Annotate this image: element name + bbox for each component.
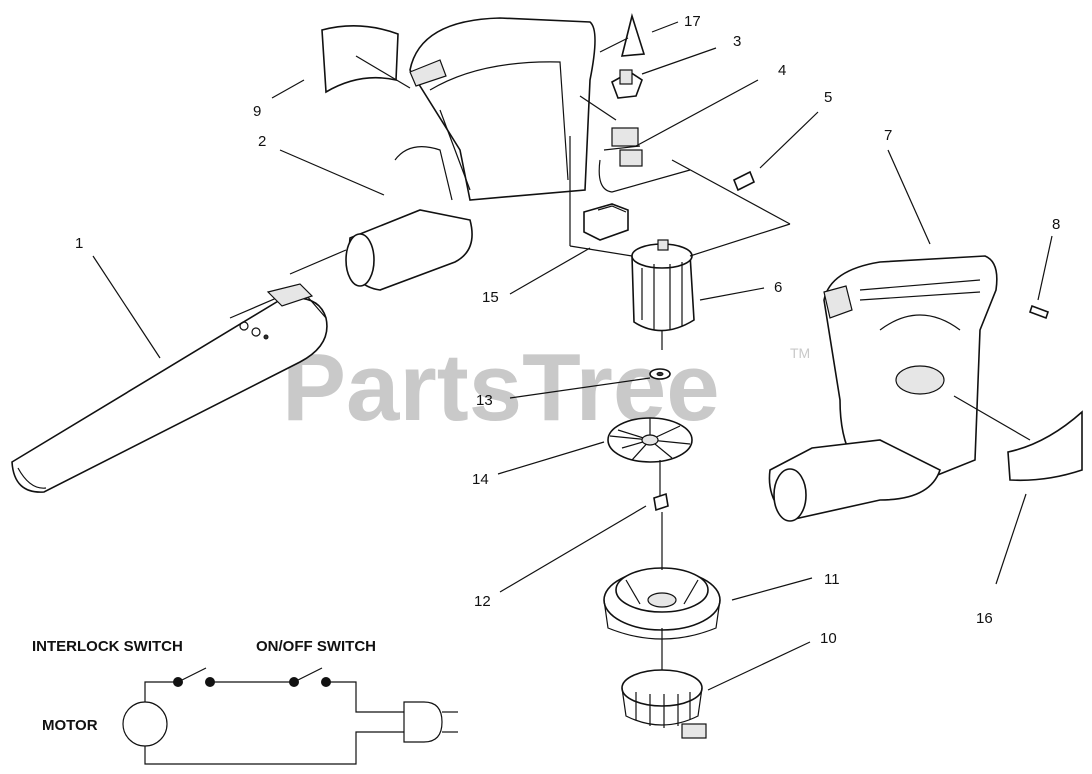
part-1-blower-tube xyxy=(11,283,328,493)
watermark-trademark: TM xyxy=(790,345,810,361)
callout-leaders xyxy=(92,21,1053,691)
part-17-label xyxy=(620,13,646,57)
callout-2: 2 xyxy=(258,133,266,150)
wiring-schematic: INTERLOCK SWITCH ON/OFF SWITCH MOTOR xyxy=(32,638,458,765)
callout-15: 15 xyxy=(482,289,499,306)
callout-6: 6 xyxy=(774,279,782,296)
callout-3: 3 xyxy=(733,33,741,50)
callout-8: 8 xyxy=(1052,216,1060,233)
callout-1: 1 xyxy=(75,235,83,252)
part-10-fan xyxy=(621,669,707,739)
part-14-impeller xyxy=(607,417,693,463)
callout-17: 17 xyxy=(684,13,701,30)
callout-14: 14 xyxy=(472,471,489,488)
interlock-switch-blade xyxy=(177,667,207,683)
part-5-screw xyxy=(732,170,756,192)
motor-label: MOTOR xyxy=(42,717,98,734)
part-3-bracket xyxy=(611,69,643,99)
callout-12: 12 xyxy=(474,593,491,610)
callout-9: 9 xyxy=(253,103,261,120)
interlock-contact-b xyxy=(205,677,215,687)
part-6-motor xyxy=(631,239,695,350)
part-8-screw xyxy=(1028,304,1050,320)
callout-5: 5 xyxy=(824,89,832,106)
assembly-guide-lines xyxy=(289,37,1031,670)
callout-4: 4 xyxy=(778,62,786,79)
part-4-switch xyxy=(598,127,691,193)
on-off-switch-label: ON/OFF SWITCH xyxy=(256,638,376,655)
callout-7: 7 xyxy=(884,127,892,144)
callout-10: 10 xyxy=(820,630,837,647)
callout-labels: 1 2 3 4 5 6 7 8 9 10 11 12 13 14 15 16 1… xyxy=(75,13,1060,647)
part-2-housing-half xyxy=(345,17,596,291)
part-12-nut xyxy=(653,492,669,512)
interlock-switch-label: INTERLOCK SWITCH xyxy=(32,638,183,655)
part-7-blower-assembly xyxy=(768,255,998,522)
part-16-label xyxy=(1007,410,1083,482)
callout-11: 11 xyxy=(824,571,840,588)
part-15-switch-button xyxy=(583,203,629,241)
on-off-contact-b xyxy=(321,677,331,687)
motor-symbol xyxy=(122,701,168,747)
callout-13: 13 xyxy=(476,392,493,409)
callout-16: 16 xyxy=(976,610,993,627)
on-off-switch-blade xyxy=(293,667,323,683)
plug-symbol xyxy=(403,701,443,743)
part-13-washer xyxy=(649,368,671,380)
